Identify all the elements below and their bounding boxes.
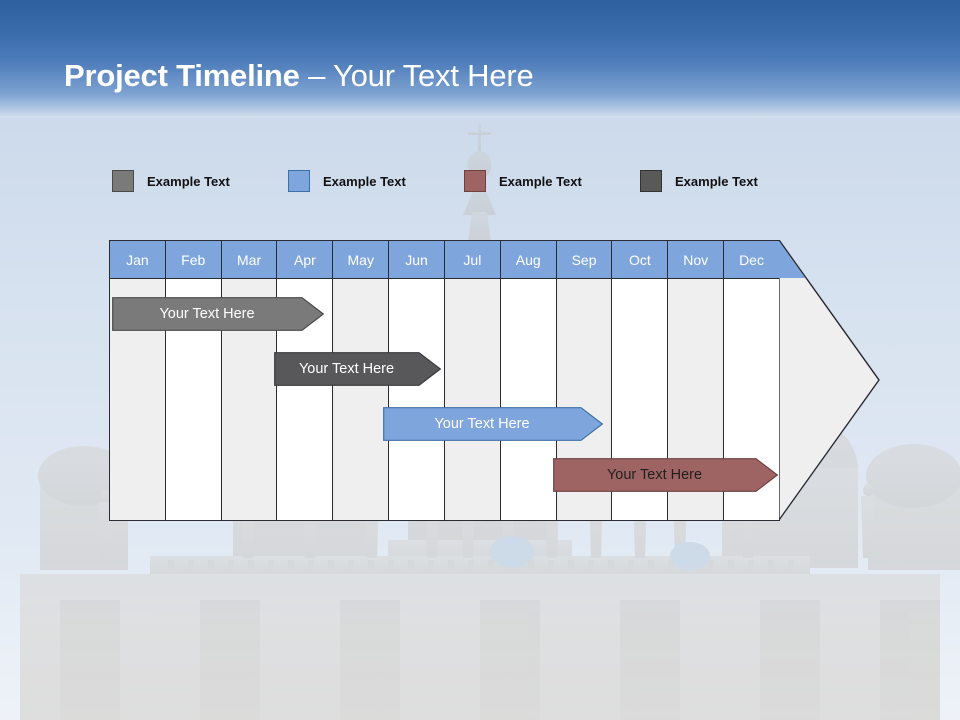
- timeline-column-aug[interactable]: Aug: [500, 241, 557, 520]
- month-header-mar: Mar: [221, 241, 277, 279]
- timeline-bar-4[interactable]: Your Text Here: [553, 458, 778, 492]
- month-header-feb: Feb: [165, 241, 221, 279]
- timeline-column-may[interactable]: May: [333, 241, 390, 520]
- month-cell-may: [333, 279, 389, 520]
- timeline-column-mar[interactable]: Mar: [221, 241, 278, 520]
- timeline-bar-2[interactable]: Your Text Here: [274, 352, 441, 386]
- timeline-arrow-head: [779, 240, 880, 521]
- timeline-bar-shape-4: [553, 458, 778, 492]
- legend-label-4: Example Text: [675, 173, 758, 189]
- month-header-apr: Apr: [277, 241, 333, 279]
- timeline-column-jan[interactable]: Jan: [110, 241, 166, 520]
- month-header-oct: Oct: [612, 241, 668, 279]
- month-header-jul: Jul: [444, 241, 500, 279]
- page-title-strong: Project Timeline: [64, 58, 300, 93]
- month-header-jan: Jan: [110, 241, 165, 279]
- legend-label-2: Example Text: [323, 173, 406, 189]
- timeline-column-jul[interactable]: Jul: [444, 241, 501, 520]
- month-header-sep: Sep: [556, 241, 612, 279]
- legend-item-2[interactable]: Example Text: [288, 170, 406, 192]
- month-header-jun: Jun: [389, 241, 444, 279]
- title-banner: [0, 0, 960, 118]
- page-title-light: – Your Text Here: [299, 58, 534, 93]
- legend-swatch-icon-2: [288, 170, 310, 192]
- month-header-aug: Aug: [500, 241, 556, 279]
- timeline-column-jun[interactable]: Jun: [389, 241, 445, 520]
- month-header-may: May: [333, 241, 389, 279]
- timeline-bar-1[interactable]: Your Text Here: [112, 297, 324, 331]
- timeline-bar-3[interactable]: Your Text Here: [383, 407, 603, 441]
- timeline-bar-shape-1: [112, 297, 324, 331]
- month-header-dec: Dec: [724, 241, 779, 279]
- legend-label-1: Example Text: [147, 173, 230, 189]
- legend-item-1[interactable]: Example Text: [112, 170, 230, 192]
- legend-item-3[interactable]: Example Text: [464, 170, 582, 192]
- month-cell-jul: [444, 279, 500, 520]
- page-title: Project Timeline – Your Text Here: [64, 58, 534, 94]
- timeline-bar-shape-3: [383, 407, 603, 441]
- legend-label-3: Example Text: [499, 173, 582, 189]
- timeline-column-feb[interactable]: Feb: [165, 241, 222, 520]
- month-header-nov: Nov: [668, 241, 724, 279]
- legend-swatch-icon-4: [640, 170, 662, 192]
- legend-swatch-icon-1: [112, 170, 134, 192]
- legend-swatch-icon-3: [464, 170, 486, 192]
- legend-item-4[interactable]: Example Text: [640, 170, 758, 192]
- month-cell-aug: [500, 279, 556, 520]
- timeline-bar-shape-2: [274, 352, 441, 386]
- month-cell-jun: [389, 279, 444, 520]
